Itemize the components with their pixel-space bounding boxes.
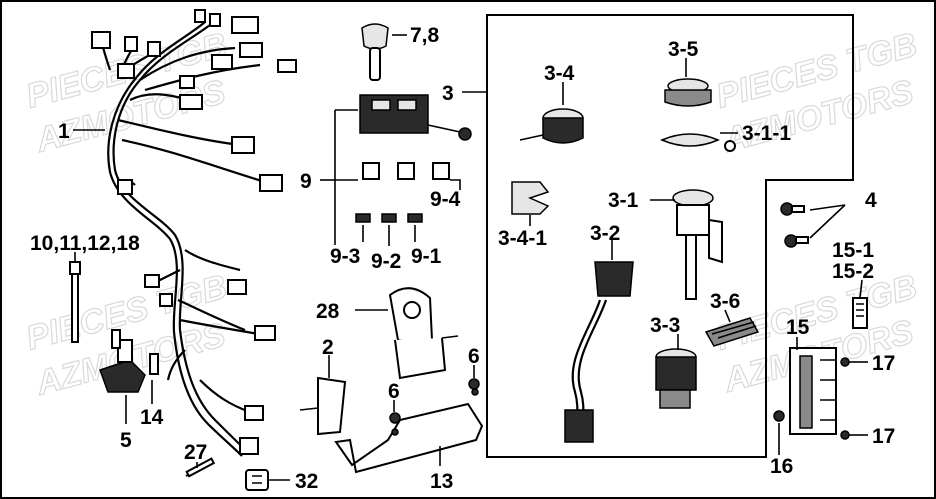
callout-16: 16 [770,455,793,478]
cable-tie-part [69,261,81,343]
callout-17-top: 17 [872,352,895,375]
bracket-part-28 [388,287,459,380]
callout-2: 2 [322,336,334,359]
callout-15-2: 15-2 [832,260,874,283]
callout-3: 3 [442,82,454,105]
callout-9-3: 9-3 [330,245,360,268]
callout-9-2: 9-2 [371,250,401,273]
callout-9: 9 [300,170,312,193]
callout-3-3: 3-3 [650,314,680,337]
ignition-group-box [486,14,854,458]
callout-1: 1 [58,120,70,143]
spring-part-3-6 [704,317,760,347]
bracket-part-2 [299,376,347,436]
sensor-part-5 [99,339,146,393]
callout-3-4-1: 3-4-1 [498,227,547,250]
callout-17-bottom: 17 [872,425,895,448]
bolts-part-6 [389,378,480,424]
relay-fuses-part [355,162,450,223]
support-plate-part-13 [334,388,484,474]
callout-27: 27 [184,441,207,464]
connector-part-32 [245,469,269,491]
ignition-key-part [361,23,389,81]
callout-3-1-1: 3-1-1 [742,122,791,145]
callout-5: 5 [120,429,132,452]
callout-9-4: 9-4 [430,188,461,211]
pin-part-27 [185,457,216,478]
regulator-part-15 [773,297,868,440]
screw-part-14 [111,329,159,375]
callout-7-8: 7,8 [410,24,440,47]
callout-3-6: 3-6 [710,290,740,313]
callout-3-4: 3-4 [544,62,575,85]
callout-6-left: 6 [388,380,400,403]
cap-part-3-5 [664,78,712,107]
screws-part-4 [780,202,809,248]
callout-6-right: 6 [468,345,480,368]
leader-lines [73,34,868,481]
relay-block-part [359,94,472,141]
callout-28: 28 [316,300,340,323]
switch-connector-part-3-2 [564,261,634,443]
callout-15: 15 [786,316,810,339]
callout-9-1: 9-1 [411,245,442,268]
callout-4: 4 [865,189,877,212]
callout-14: 14 [140,406,164,429]
cap-part-3-4 [519,108,584,144]
callout-13: 13 [430,470,453,493]
callout-10-11-12-18: 10,11,12,18 [30,232,140,255]
clip-part-3-4-1 [511,181,550,215]
callout-3-2: 3-2 [590,222,620,245]
callout-labels: 1 7,8 3 3-4 3-5 3-1-1 9 9-4 9-3 9-2 9-1 … [30,24,895,493]
lock-cylinder-part-3-1 [672,189,723,300]
callout-3-5: 3-5 [668,38,699,61]
gasket-part-3-1-1 [660,133,736,152]
callout-3-1: 3-1 [608,189,639,212]
callout-32: 32 [295,470,318,493]
seat-lock-part-3-3 [655,348,697,409]
wiring-harness-part [91,9,297,457]
callout-15-1: 15-1 [832,239,874,262]
